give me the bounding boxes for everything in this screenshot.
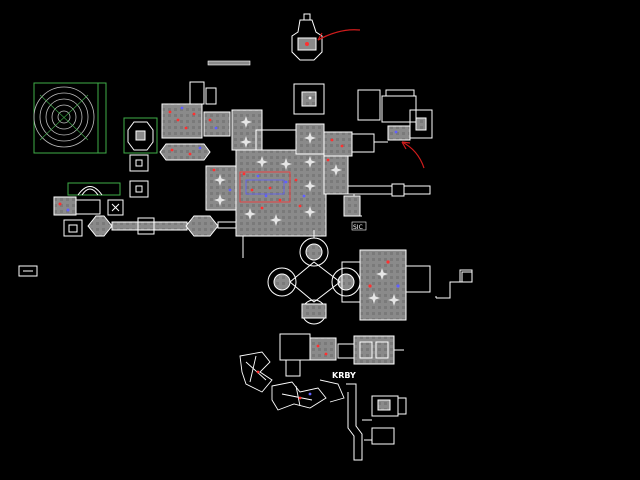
secret-spiral-room [33, 82, 107, 154]
room-south [279, 333, 404, 377]
corridor-far-east [435, 269, 473, 299]
exit-tower [291, 13, 323, 61]
small-rooms-left [107, 154, 149, 216]
annotation-arrow-right [401, 141, 425, 169]
cave-things [256, 370, 312, 400]
room-upper-right [293, 83, 433, 157]
secret-octagon-room [123, 117, 158, 154]
krby-label: KRBY [332, 371, 356, 380]
corridor-east [343, 183, 431, 217]
corridor-west [87, 215, 244, 258]
room-southeast [341, 249, 431, 321]
secret-bar-room [67, 182, 121, 196]
room-upper-right-things [308, 96, 398, 148]
room-upper-left [159, 81, 231, 161]
sign-label: SIC [353, 224, 363, 231]
room-south-east-small [362, 395, 407, 445]
cave-area [239, 351, 345, 411]
top-bar-structure [207, 60, 251, 66]
circular-hub [267, 230, 361, 325]
annotation-arrow-top [317, 29, 361, 41]
central-hall [205, 109, 349, 237]
corridor-south [346, 383, 363, 461]
room-far-left [18, 265, 38, 277]
sign-marker: SIC [351, 221, 367, 231]
room-left-cluster [53, 196, 101, 237]
